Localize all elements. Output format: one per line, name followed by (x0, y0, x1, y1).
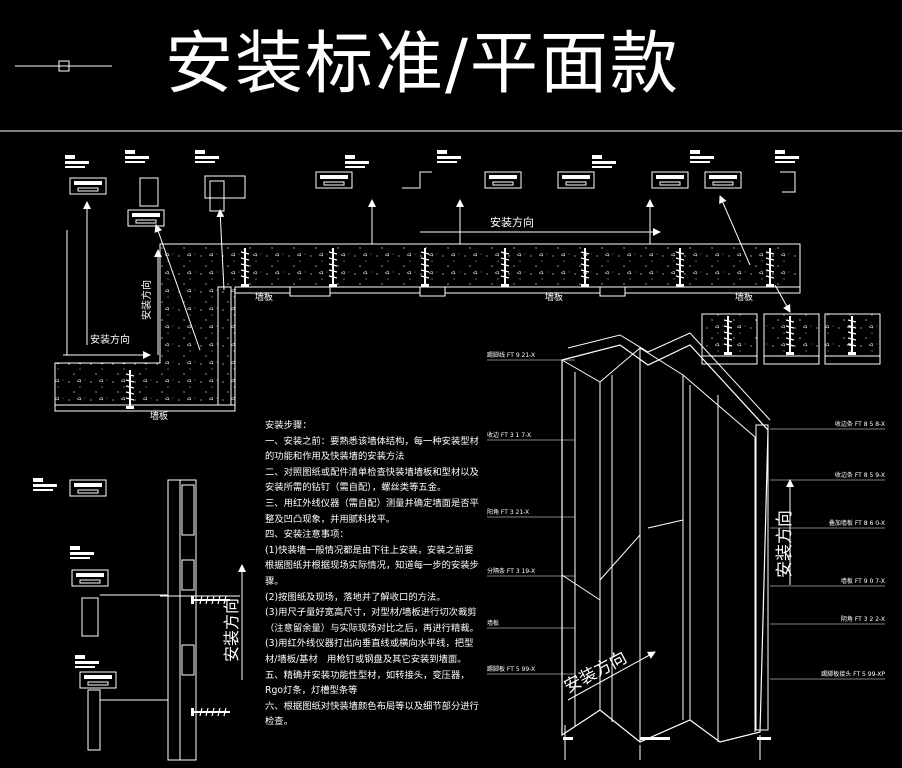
iso-label: 踢脚板 FT 5 99-X (487, 665, 535, 673)
note-line: 四、安装注意事项： (265, 529, 349, 541)
plan-joint-3 (289, 286, 331, 297)
corner-details-right (701, 313, 881, 365)
wallboard-label: 墙板 (735, 291, 753, 303)
plan-view: 墙板 墙板 墙板 墙板 安装方向 安装方向 安装方向 (54, 195, 801, 422)
direction-label-left-horizontal: 安装方向 (90, 333, 130, 346)
iso-left-labels: 踢脚线 FT 9 21-X 收边 FT 3 1 7-X 阳角 FT 3 21-X 分隔… (487, 351, 575, 675)
note-line: 六、根据图纸对快装墙颜色布局等以及细节部分进行检查。 (265, 700, 479, 728)
note-line: 五、精确并安装功能性型材，如转接头，变压器，Rgo灯条，灯槽型条等 (265, 669, 470, 697)
direction-label-iso-bottom: 安装方向 (561, 648, 630, 698)
wallboard-label: 墙板 (150, 410, 168, 422)
iso-label: 踢脚线 FT 9 21-X (487, 351, 535, 359)
note-line: (2)按图纸及现场，落地并了解收口的方法。 (265, 591, 446, 603)
iso-label: 收边条 FT 8 5 9-X (835, 471, 885, 479)
plan-panel-strip-top (234, 286, 801, 294)
note-line: (3)用红外线仪器打出向垂直线或横向水平线，把型材/墙板/基材 用枪钉或钢盘及其… (265, 638, 474, 665)
elevation-view: 安装方向 (33, 478, 246, 761)
iso-label: 墙板 FT 9 0 7-X (841, 577, 885, 585)
iso-right-labels: 收边条 FT 8 5 8-X 收边条 FT 8 5 9-X 叠加墙板 FT 8 6 … (770, 420, 885, 680)
detail-callouts-top (65, 150, 799, 227)
direction-label-left-vertical: 安装方向 (140, 280, 153, 320)
plan-wall-section (54, 243, 801, 406)
installation-notes: 安装步骤： 一、安装之前：要熟悉该墙体结构，每一种安装型材的功能和作用及快装墙的安… (265, 418, 480, 730)
direction-label-iso-right: 安装方向 (775, 510, 795, 578)
plan-joint-1 (419, 286, 446, 297)
note-line: 一、安装之前：要熟悉该墙体结构，每一种安装型材的功能和作用及快装墙的安装方法 (265, 435, 479, 463)
iso-label: 踢脚板接头 FT 5 99-XP (821, 670, 885, 678)
note-line: 安装步骤： (265, 420, 312, 431)
iso-label: 墙板 (487, 619, 499, 627)
header-symbol-box (58, 60, 70, 72)
note-line: 三、用红外线仪器（需自配）测量并确定墙面是否平整及凹凸现象，并用腻料找平。 (265, 497, 479, 525)
iso-label: 阳角 FT 3 21-X (487, 508, 529, 516)
note-line: (3)用尺子量好宽高尺寸，对型材/墙板进行切次裁剪（注意留余量）与实际现场对比之… (265, 607, 479, 634)
iso-label: 叠加墙板 FT 8 6 0-X (829, 519, 885, 527)
note-line: 二、对照图纸或配件清单检查快装墙墙板和型材以及安装所需的钻钉（需自配），螺丝类等… (265, 466, 479, 494)
isometric-view: 踢脚线 FT 9 21-X 收边 FT 3 1 7-X 阳角 FT 3 21-X 分隔… (487, 332, 885, 760)
note-line: (1)快装墙一般情况都是由下往上安装，安装之前要根据图纸并根据现场实际情况，知道… (265, 544, 479, 587)
wallboard-label: 墙板 (545, 291, 563, 303)
iso-label: 阴角 FT 3 2 2-X (841, 615, 885, 623)
iso-label: 分隔条 FT 3 19-X (487, 567, 535, 575)
page-title: 安装标准/平面款 (165, 25, 680, 104)
direction-label-top: 安装方向 (490, 215, 534, 229)
plan-panel-strip-bottom (54, 404, 236, 412)
wallboard-label: 墙板 (255, 291, 273, 303)
iso-label: 收边 FT 3 1 7-X (487, 431, 531, 439)
iso-label: 收边条 FT 8 5 8-X (835, 420, 885, 428)
direction-label-elevation: 安装方向 (222, 598, 241, 662)
plan-joint-2 (599, 286, 626, 297)
